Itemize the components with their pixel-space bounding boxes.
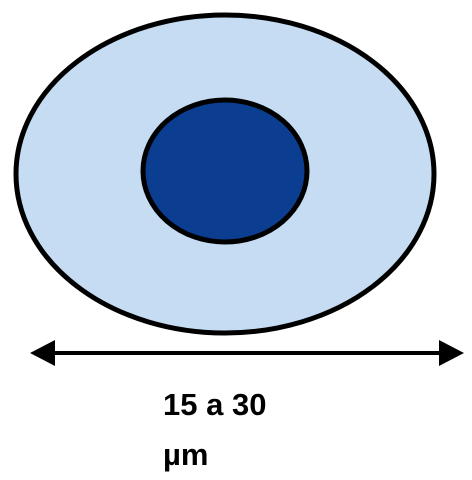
width-arrow [30, 340, 464, 366]
width-arrow-left-head [30, 340, 55, 366]
size-label-unit: µm [163, 437, 209, 472]
size-label-range: 15 a 30 [163, 387, 267, 422]
width-arrow-right-head [439, 340, 464, 366]
cell-nucleus [140, 97, 310, 245]
cell-size-label: 15 a 30 µm [163, 380, 363, 480]
